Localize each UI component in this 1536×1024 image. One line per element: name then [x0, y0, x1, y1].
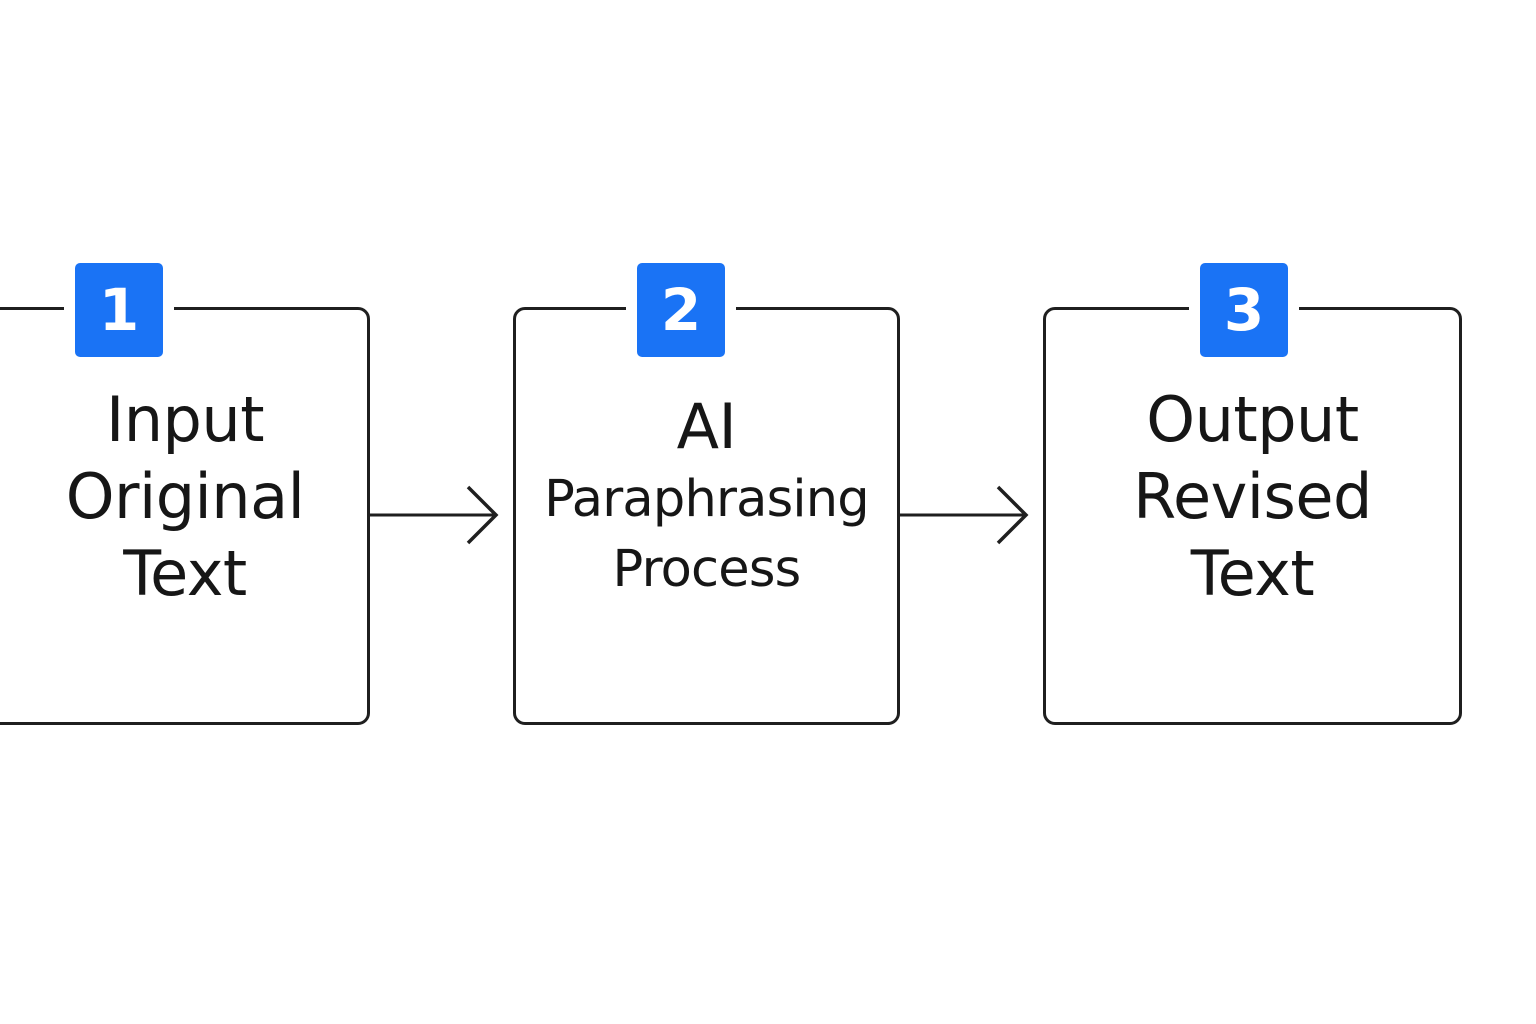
step-label-line: Process — [612, 539, 802, 599]
step-number: 3 — [1223, 276, 1265, 344]
step-number-badge: 1 — [75, 263, 163, 357]
step-number: 1 — [98, 276, 140, 344]
step-number-badge: 2 — [637, 263, 725, 357]
step-label-line: AI — [676, 389, 737, 463]
step-label-line: Input — [105, 382, 265, 456]
step-label-line: Text — [123, 536, 247, 610]
step-number: 2 — [660, 276, 702, 344]
step-label: Output Revised Text — [1133, 381, 1372, 612]
step-box-process: AI Paraphrasing Process — [513, 307, 900, 725]
step-label-line: Revised — [1133, 459, 1372, 533]
step-label-line: Original — [65, 459, 305, 533]
step-label-line: Paraphrasing — [544, 469, 870, 529]
step-label: Input Original Text — [66, 381, 305, 612]
arrow-right-icon — [370, 485, 499, 545]
step-box-input: Input Original Text — [0, 307, 370, 725]
step-box-output: Output Revised Text — [1043, 307, 1462, 725]
step-label-line: Text — [1190, 536, 1315, 610]
step-number-badge: 3 — [1200, 263, 1288, 357]
step-label-line: Output — [1146, 382, 1359, 456]
arrow-right-icon — [900, 485, 1029, 545]
step-label: AI Paraphrasing Process — [544, 388, 870, 605]
